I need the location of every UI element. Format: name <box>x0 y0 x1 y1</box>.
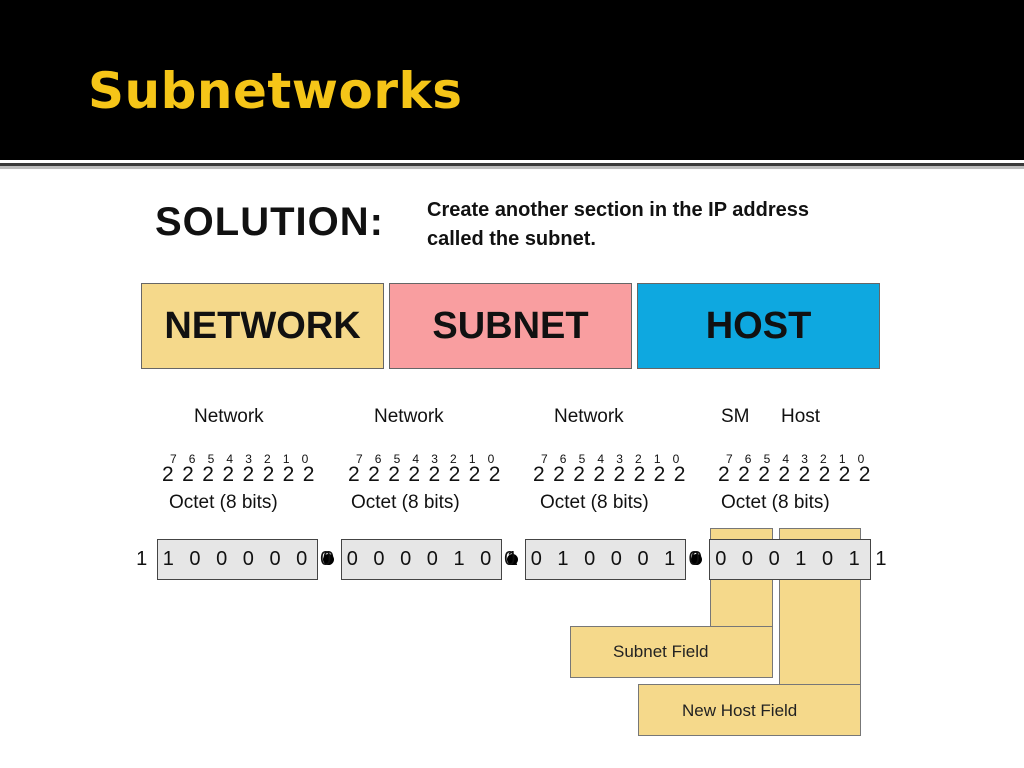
solution-description: Create another section in the IP address… <box>427 199 809 250</box>
octet-4-bit-positions: 7 6 5 4 3 2 1 0 <box>726 452 869 466</box>
octet-3-powers: 2 2 2 2 2 2 2 2 <box>533 463 687 486</box>
solution-label: SOLUTION: <box>155 200 384 244</box>
octet-2-powers: 2 2 2 2 2 2 2 2 <box>348 463 502 486</box>
octet-4-value-box: 0 0 0 0 1 0 1 1 <box>689 539 886 580</box>
subnet-block: SUBNET <box>389 283 632 369</box>
octet-1-label: Octet (8 bits) <box>169 492 278 513</box>
octet-4-value: 0 0 0 0 1 0 1 1 <box>688 548 892 570</box>
new-host-field-label: New Host Field <box>682 701 798 720</box>
title-rule-dark <box>0 163 1024 166</box>
octet-3-value: 0 0 1 0 0 0 1 0 <box>504 548 707 570</box>
subnet-block-label: SUBNET <box>432 304 589 347</box>
octet-3-bit-positions: 7 6 5 4 3 2 1 0 <box>541 452 684 466</box>
octet-4-heading-sm: SM <box>721 406 750 427</box>
octet-1-heading: Network <box>194 406 264 427</box>
subnet-field-box <box>570 626 773 678</box>
octet-1-bit-positions: 7 6 5 4 3 2 1 0 <box>170 452 313 466</box>
octet-2-value: 0 0 0 0 0 1 0 1 <box>320 548 523 570</box>
octet-2-bit-positions: 7 6 5 4 3 2 1 0 <box>356 452 499 466</box>
title-rule-light <box>0 160 1024 163</box>
slide-title: Subnetworks <box>88 62 463 120</box>
subnet-field-label: Subnet Field <box>613 642 709 661</box>
octet-3-value-box: 0 0 1 0 0 0 1 0 <box>504 539 702 580</box>
host-field-box <box>638 684 861 736</box>
octet-1-value-box: 1 1 0 0 0 0 0 0 <box>136 539 334 580</box>
network-block-label: NETWORK <box>164 304 361 347</box>
octet-3-heading: Network <box>554 406 624 427</box>
octet-separator-dot-1 <box>323 554 334 565</box>
octet-2-value-box: 0 0 0 0 0 1 0 1 <box>320 539 518 580</box>
network-block: NETWORK <box>141 283 384 369</box>
title-rule-grey <box>0 166 1024 169</box>
octet-4-powers: 2 2 2 2 2 2 2 2 <box>718 463 872 486</box>
octet-4-label: Octet (8 bits) <box>721 492 830 513</box>
octet-4-heading-host: Host <box>781 406 821 427</box>
octet-2-label: Octet (8 bits) <box>351 492 460 513</box>
octet-separator-dot-2 <box>507 554 518 565</box>
host-block-label: HOST <box>705 304 812 347</box>
title-bar <box>0 0 1024 160</box>
octet-1-powers: 2 2 2 2 2 2 2 2 <box>162 463 316 486</box>
octet-1-value: 1 1 0 0 0 0 0 0 <box>136 548 339 570</box>
host-block: HOST <box>637 283 880 369</box>
octet-separator-dot-3 <box>691 554 702 565</box>
octet-3-label: Octet (8 bits) <box>540 492 649 513</box>
octet-2-heading: Network <box>374 406 444 427</box>
